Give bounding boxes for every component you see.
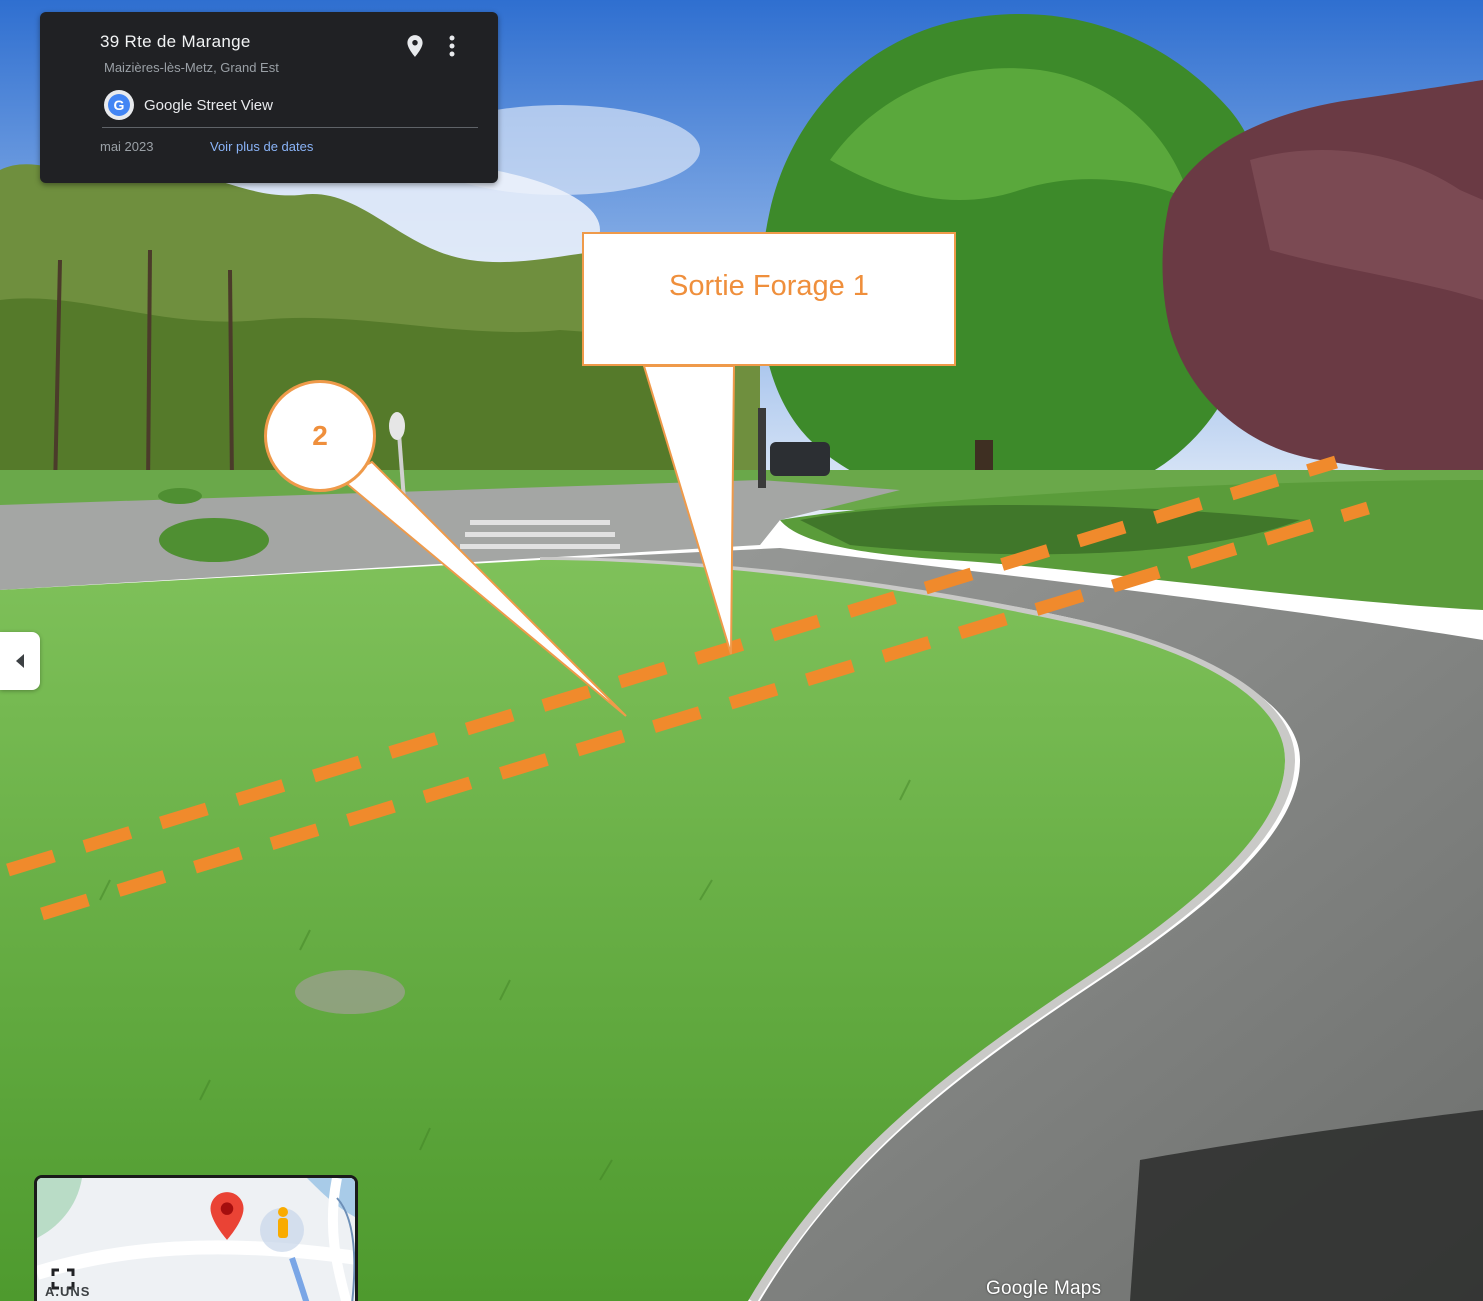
address-title: 39 Rte de Marange [100,32,251,51]
card-divider [102,127,478,128]
bare-tree-trunks [53,249,234,491]
mini-map[interactable]: A.UNS [34,1175,358,1301]
pipeline-line-upper [6,455,1338,877]
street-view-brand: G Google Street View [104,90,273,120]
callout-pointer-forage [642,365,736,655]
side-panel-toggle[interactable] [0,632,40,690]
brand-label: Google Street View [144,96,273,114]
location-pin-icon[interactable] [402,32,428,60]
main-road [0,480,900,590]
google-logo-letter: G [108,94,130,116]
manhole-cover [295,970,405,1014]
minimap-street-highlight [289,1257,310,1301]
foreground-lawn [0,560,1285,1301]
red-map-pin-icon [210,1192,244,1240]
google-maps-watermark: Google Maps [986,1278,1102,1299]
copper-beech-shade [1250,150,1483,300]
pegman-icon[interactable] [273,1206,293,1246]
more-dates-link[interactable]: Voir plus de dates [210,139,314,154]
minimap-road-outline [336,1197,355,1301]
street-view-info-card: 39 Rte de Marange Maizières-lès-Metz, Gr… [40,12,498,183]
road-sign [389,412,405,440]
annotation-number-marker: 2 [264,380,376,492]
locality-subtitle: Maizières-lès-Metz, Grand Est [104,60,279,75]
more-vert-icon[interactable] [442,32,462,60]
large-tree-highlight [830,68,1190,200]
traffic-light-pole [758,408,766,488]
collapse-left-icon [16,654,24,668]
parked-car [770,442,830,476]
curving-road [540,548,1483,1301]
shadow-bottom-right [1130,1110,1483,1301]
minimap-road-vertical [327,1178,352,1301]
expand-icon[interactable] [51,1268,75,1290]
shrub-small [158,488,202,504]
grass-texture [99,779,911,1181]
google-logo-icon: G [104,90,134,120]
annotation-callout-box: Sortie Forage 1 [582,232,956,366]
minimap-green-area [37,1178,82,1238]
minimap-corner-label: A.UNS [45,1284,91,1299]
capture-date: mai 2023 [100,139,154,154]
crosswalk [460,520,620,549]
annotation-callout-label: Sortie Forage 1 [669,270,869,302]
shrub [159,518,269,562]
minimap-background [37,1178,355,1301]
minimap-road [37,1240,355,1280]
pipeline-line-lower [40,501,1370,921]
pipeline-route-lines [6,455,1370,921]
